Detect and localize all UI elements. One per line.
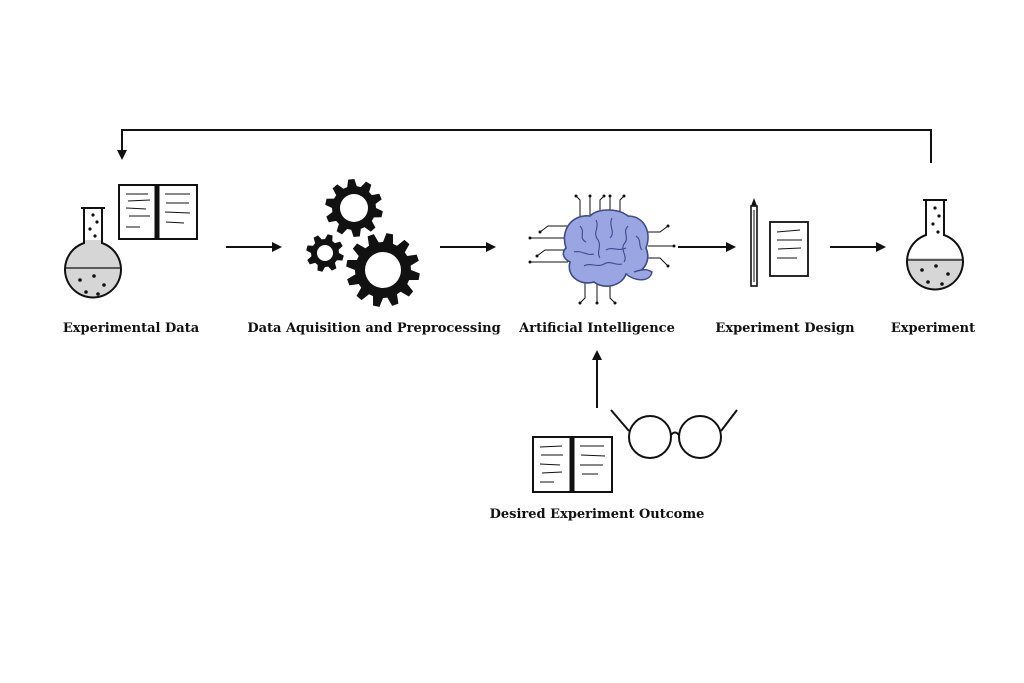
- gear-large-icon-shape: [346, 233, 420, 307]
- label-artificial-intelligence: Artificial Intelligence: [519, 321, 675, 336]
- open-book-icon: [532, 436, 613, 493]
- glasses-icon: [610, 409, 738, 459]
- label-experiment: Experiment: [890, 321, 976, 336]
- gear-medium-icon: [325, 179, 383, 237]
- feedback-loop-arrow: [117, 129, 932, 163]
- paper-icon: [769, 221, 809, 277]
- flask-icon: [906, 199, 964, 291]
- pencil-icon: [750, 198, 758, 287]
- gear-small-icon-shape: [306, 234, 344, 272]
- label-experiment-design: Experiment Design: [715, 321, 855, 336]
- label-experimental-data: Experimental Data: [62, 321, 200, 336]
- label-desired-experiment-outcome: Desired Experiment Outcome: [489, 507, 705, 522]
- gear-medium-icon-shape: [325, 179, 383, 237]
- gear-large-icon: [346, 233, 420, 307]
- gears-icon: [306, 179, 420, 307]
- brain-circuit-icon: [528, 194, 676, 305]
- flask-icon: [64, 207, 122, 299]
- gear-small-icon: [306, 234, 344, 272]
- open-book-icon: [118, 184, 198, 240]
- label-data-acquisition: Data Aquisition and Preprocessing: [247, 321, 501, 336]
